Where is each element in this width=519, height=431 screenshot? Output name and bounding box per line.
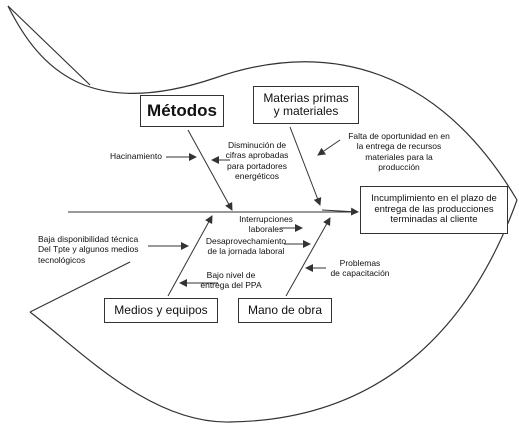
arrow-falta xyxy=(317,139,341,156)
bone-materias xyxy=(289,126,322,206)
bone-medios xyxy=(167,215,213,297)
arrow-to-effect xyxy=(321,207,359,216)
cause-hacinamiento: Hacinamiento xyxy=(110,151,162,161)
cause-falta-oportunidad: Falta de oportunidad en en la entrega de… xyxy=(348,131,450,173)
category-materias-primas: Materias primas y materiales xyxy=(253,86,359,124)
bone-metodos xyxy=(187,129,233,211)
cause-bajo-nivel-ppa: Bajo nivel de entrega del PPA xyxy=(200,270,262,291)
cause-desaprovechamiento: Desaprovechamiento de la jornada laboral xyxy=(205,236,287,257)
category-medios-equipos: Medios y equipos xyxy=(104,298,218,323)
effect-box: Incumplimiento en el plazo de entrega de… xyxy=(360,186,508,234)
cause-problemas-capacitacion: Problemas de capacitación xyxy=(330,258,390,279)
category-mano-de-obra: Mano de obra xyxy=(238,298,332,323)
cause-interrupciones-laborales: Interrupciones laborales xyxy=(239,214,293,235)
cause-baja-disponibilidad: Baja disponibilidad técnica Del Tpte y a… xyxy=(38,234,139,265)
fish-upper-outline xyxy=(7,5,518,201)
fish-lower-outline xyxy=(29,199,518,423)
category-metodos: Métodos xyxy=(140,95,224,127)
fish-tail-outline xyxy=(7,5,131,313)
cause-disminucion-cifras: Disminución de cifras aprobadas para por… xyxy=(225,140,289,182)
bone-mano xyxy=(285,217,331,297)
